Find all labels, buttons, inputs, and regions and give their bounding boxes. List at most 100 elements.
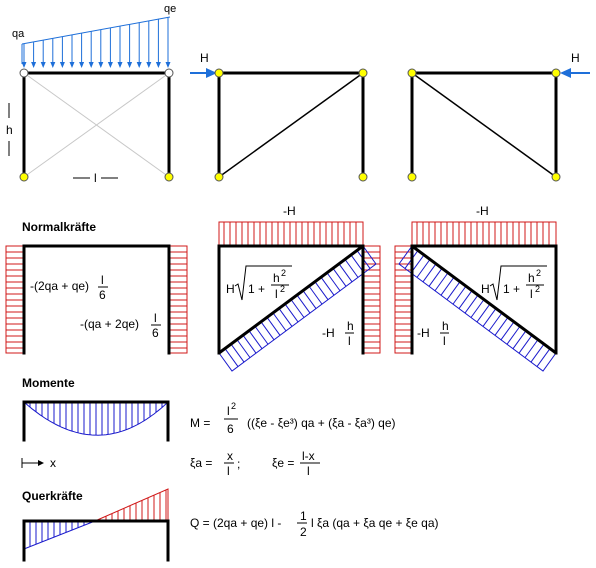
normal-force-diagram-3: -H H 1 + h 2 l 2 -H h l: [394, 204, 558, 372]
frame-normal-1: [22, 244, 171, 355]
load-arrow-head-icon: [50, 62, 56, 68]
brace-hatch-line: [464, 294, 479, 314]
label-qa: qa: [12, 28, 25, 40]
joint-2-br: [358, 172, 368, 182]
one-plus-2: 1 +: [503, 282, 520, 296]
load-arrow-head-icon: [69, 62, 75, 68]
moment-hatch: [29, 402, 163, 436]
brace-hatch-line: [284, 303, 299, 323]
label-H-left: H: [200, 51, 209, 65]
load-arrow-head-icon: [155, 62, 161, 68]
brace-hatch-line: [290, 299, 305, 318]
moment-body: ((ξe - ξe³) qa + (ξa - ξa³) qe): [247, 416, 396, 430]
load-arrow-head-icon: [127, 62, 133, 68]
brace-hatch-line: [260, 321, 275, 341]
brace-hatch-line: [470, 299, 485, 318]
load-arrow-head-icon: [21, 62, 27, 68]
frame-shear: [22, 519, 170, 562]
normal-formula-left: -(2qa + qe): [30, 279, 89, 293]
joint-2-bl: [214, 172, 224, 182]
brace-hatch-line: [530, 343, 545, 363]
normal-hatch-top-2: [223, 222, 357, 246]
hinge-joint-top-right: [164, 68, 174, 78]
diag-H-1: H: [226, 282, 235, 296]
diag-H-2: H: [481, 282, 490, 296]
brace-hatch-line: [236, 339, 251, 358]
brace-hatch-line: [296, 294, 311, 314]
section-title-moment: Momente: [22, 376, 75, 390]
shear-hatch-positive: [99, 489, 167, 521]
brace-hatch-line: [440, 276, 455, 296]
moment-formula: M = l 2 6 ((ξe - ξe³) qa + (ξa - ξa³) qe…: [190, 401, 396, 478]
distributed-load-arrows: [21, 17, 171, 68]
frac-l-num-1: l: [101, 273, 104, 287]
brace-hatch-line: [488, 312, 503, 332]
brace-hatch-line: [476, 303, 491, 323]
brace-hatch-line: [326, 272, 341, 292]
xi-a-den: l: [227, 464, 230, 478]
support-joint-right: [164, 172, 174, 182]
brace-hatch-line: [338, 263, 353, 283]
l-sq-2: 2: [535, 284, 540, 294]
brace-hatch-line: [272, 312, 287, 332]
brace-hatch-line: [452, 285, 467, 305]
diagonal-1b: [23, 72, 170, 178]
normal-hatch-col-2: [363, 251, 380, 349]
brace-hatch-line: [458, 290, 473, 309]
col-l-2: l: [443, 334, 446, 348]
xi-a-num: x: [227, 449, 233, 463]
shear-hatch-negative: [29, 521, 91, 547]
joint-3-tr: [551, 68, 561, 78]
load-arrow-head-icon: [40, 62, 46, 68]
shear-diagram: [22, 488, 170, 562]
frame-normal-3: [410, 244, 558, 355]
brace-3: [411, 72, 557, 178]
brace-hatch-line: [512, 330, 527, 350]
load-diagram-1: qa qe h l: [6, 3, 176, 185]
force-arrow-left-icon: [560, 68, 571, 78]
brace-hatch-line: [446, 281, 461, 300]
joint-3-br: [551, 172, 561, 182]
brace-hatch-line: [506, 325, 521, 345]
frac-6-den-1: 6: [99, 288, 106, 302]
brace-hatch-line: [500, 321, 515, 341]
brace-hatch-line: [332, 267, 347, 287]
frac-l-num-2: l: [154, 311, 157, 325]
brace-hatch-line: [524, 339, 539, 358]
sqrt-sign-1: [234, 265, 292, 301]
label-h: h: [6, 123, 13, 137]
normal-hatch-left: [6, 251, 24, 349]
brace-hatch-line: [266, 317, 281, 336]
load-arrow-head-icon: [79, 62, 85, 68]
load-arrow-head-icon: [88, 62, 94, 68]
brace-hatch-line: [428, 267, 443, 287]
load-diagram-3: H: [407, 51, 590, 182]
load-arrow-head-icon: [31, 62, 37, 68]
brace-hatch-line: [482, 308, 497, 327]
l-den-2: l: [530, 287, 533, 301]
label-H-right: H: [571, 51, 580, 65]
frame-2: [217, 71, 365, 179]
brace-hatch-line: [320, 276, 335, 296]
label-l: l: [94, 171, 97, 185]
support-joint-left: [19, 172, 29, 182]
brace-hatch-line: [518, 334, 533, 354]
label-qe: qe: [164, 3, 176, 15]
brace-hatch-line: [416, 259, 431, 278]
normal-formula-right: -(qa + 2qe): [80, 317, 139, 331]
load-arrow-head-icon: [107, 62, 113, 68]
col-h-2: h: [442, 319, 449, 333]
brace-2: [218, 72, 364, 178]
one-plus-1: 1 +: [248, 282, 265, 296]
brace-hatch-line: [344, 259, 359, 278]
hinge-joint-top-left: [19, 68, 29, 78]
joint-2-tl: [214, 68, 224, 78]
load-arrow-head-icon: [59, 62, 65, 68]
normal-band-top-2: [218, 221, 364, 247]
shear-half-den: 2: [300, 525, 307, 539]
shear-half-num: 1: [300, 509, 307, 523]
frame-3: [410, 71, 558, 179]
moment-l-sq: 2: [231, 401, 236, 411]
moment-six: 6: [227, 422, 234, 436]
col-l-1: l: [348, 334, 351, 348]
